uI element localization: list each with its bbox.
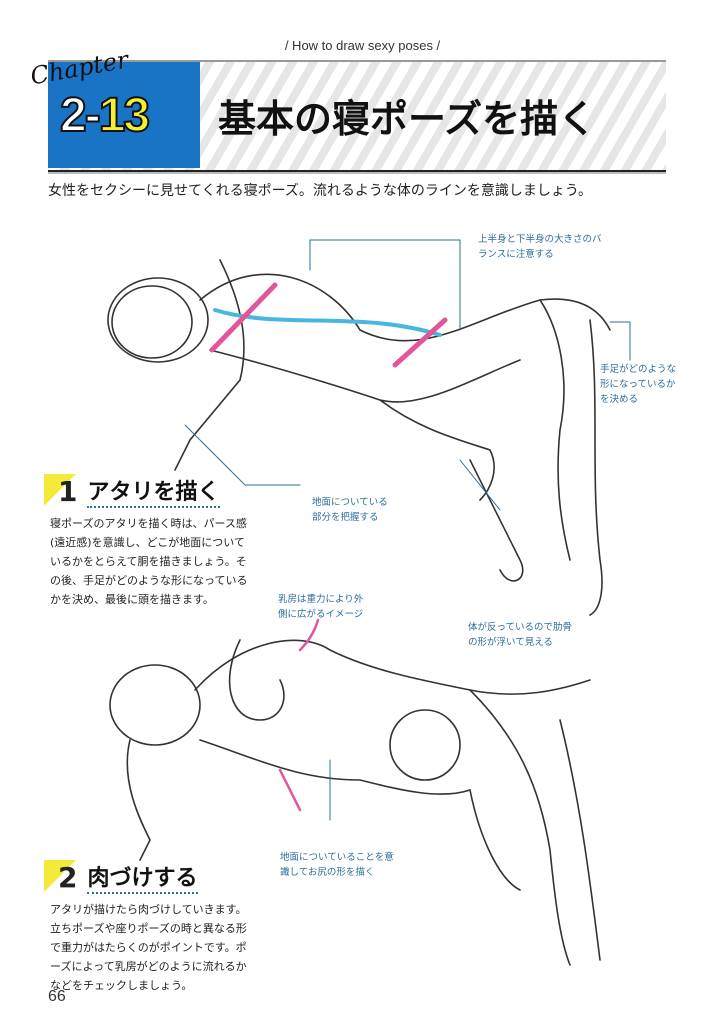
annotation: 乳房は重力により外側に広がるイメージ [278, 594, 364, 620]
section-heading: 肉づけする [87, 860, 198, 894]
chapter-box [48, 62, 200, 168]
section-body: 寝ポーズのアタリを描く時は、パース感(遠近感)を意識し、どこが地面についているか… [50, 517, 248, 606]
annotation: 地面についていることを意識してお尻の形を描く [280, 852, 394, 878]
page-number: 66 [48, 988, 66, 1005]
chapter-num-a: 2 [59, 88, 88, 143]
chapter-sep: - [84, 88, 102, 143]
hip-line [392, 317, 448, 368]
chapter-num-b: 13 [98, 88, 151, 143]
page-title: 基本の寝ポーズを描く [218, 97, 597, 141]
yellow-marker [44, 860, 76, 892]
section-1: 1 アタリを描く 寝ポーズのアタリを描く時は、パース感(遠近感)を意識し、どこが… [44, 474, 247, 606]
annotation: 地面についている部分を把握する [312, 497, 388, 523]
annotation: 上半身と下半身の大きさのバランスに注意する [478, 234, 602, 260]
section-number: 1 [58, 474, 78, 508]
section-heading: アタリを描く [87, 474, 220, 508]
chapter-number: 2-13 [59, 88, 151, 143]
section-number: 2 [58, 860, 78, 894]
arrow-down [278, 768, 302, 812]
section-2: 2 肉づけする アタリが描けたら肉づけしていきます。立ちポーズや座りポーズの時と… [44, 860, 247, 992]
yellow-marker [44, 474, 76, 506]
balance-line [213, 308, 442, 337]
annotation: 体が反っているので肋骨の形が浮いて見える [468, 622, 573, 648]
annotation: 手足がどのような形になっているかを決める [600, 364, 677, 405]
shoulder-line [209, 282, 278, 353]
arrow-up [298, 618, 320, 652]
section-body: アタリが描けたら肉づけしていきます。立ちポーズや座りポーズの時と異なる形で重力が… [50, 903, 247, 992]
sketch-pose-2 [109, 639, 601, 966]
leader-lines [184, 239, 631, 821]
divider [48, 172, 666, 174]
kicker: / How to draw sexy poses / [284, 38, 441, 53]
lead-text: 女性をセクシーに見せてくれる寝ポーズ。流れるような体のラインを意識しましょう。 [48, 183, 593, 199]
